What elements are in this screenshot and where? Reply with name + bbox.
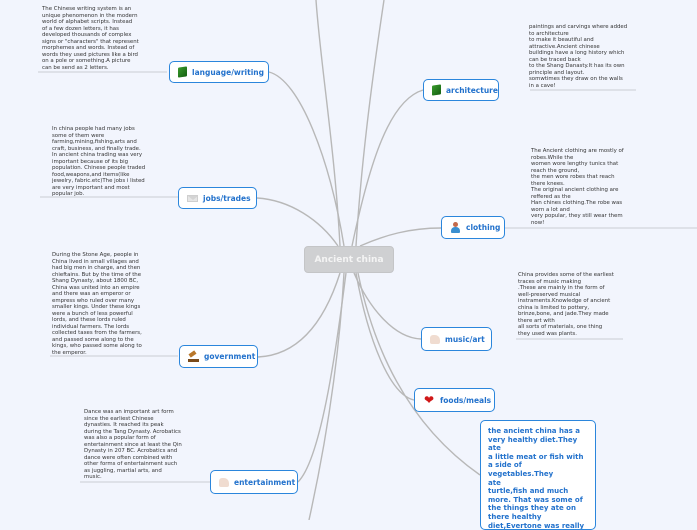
heart-icon: ❤: [423, 392, 435, 407]
note-entertainment: Dance was an important art form since th…: [84, 409, 182, 480]
topic-architecture[interactable]: architecture: [423, 79, 499, 101]
topic-entertainment[interactable]: entertainment: [210, 470, 298, 494]
topic-government[interactable]: government: [179, 345, 258, 368]
topic-label: language/writing: [192, 67, 264, 77]
topic-foods-meals[interactable]: ❤ foods/meals: [414, 388, 495, 412]
note-music: China provides some of the earliest trac…: [518, 272, 614, 337]
book-icon: [178, 66, 187, 78]
topic-label: music/art: [445, 334, 485, 344]
note-language: The Chinese writing system is an unique …: [42, 6, 139, 71]
topic-jobs-trades[interactable]: jobs/trades: [178, 187, 257, 209]
topic-label: government: [204, 352, 256, 361]
topic-language-writing[interactable]: language/writing: [169, 61, 269, 83]
note-clothing: The Ancient clothing are mostly of robes…: [531, 148, 624, 226]
note-architecture: paintings and carvings where added to ar…: [529, 24, 628, 89]
topic-label: entertainment: [234, 477, 296, 487]
topic-music-art[interactable]: music/art: [421, 327, 492, 351]
topic-clothing[interactable]: clothing: [441, 216, 505, 239]
topic-label: foods/meals: [440, 395, 492, 405]
topic-label: architecture: [446, 85, 498, 95]
envelope-icon: [187, 194, 198, 202]
gavel-icon: [188, 351, 199, 362]
thumbs-up-icon: [430, 334, 440, 344]
book-icon: [432, 84, 441, 96]
note-jobs: In china people had many jobs some of th…: [52, 126, 146, 197]
person-icon: [450, 222, 461, 233]
topic-label: clothing: [466, 223, 501, 232]
thumbs-up-icon: [219, 477, 229, 487]
subtopic-foods-note[interactable]: the ancient china has a very healthy die…: [480, 420, 596, 530]
note-government: During the Stone Age, people in China li…: [52, 252, 142, 356]
central-topic[interactable]: Ancient china: [304, 246, 394, 273]
topic-label: jobs/trades: [203, 193, 251, 203]
